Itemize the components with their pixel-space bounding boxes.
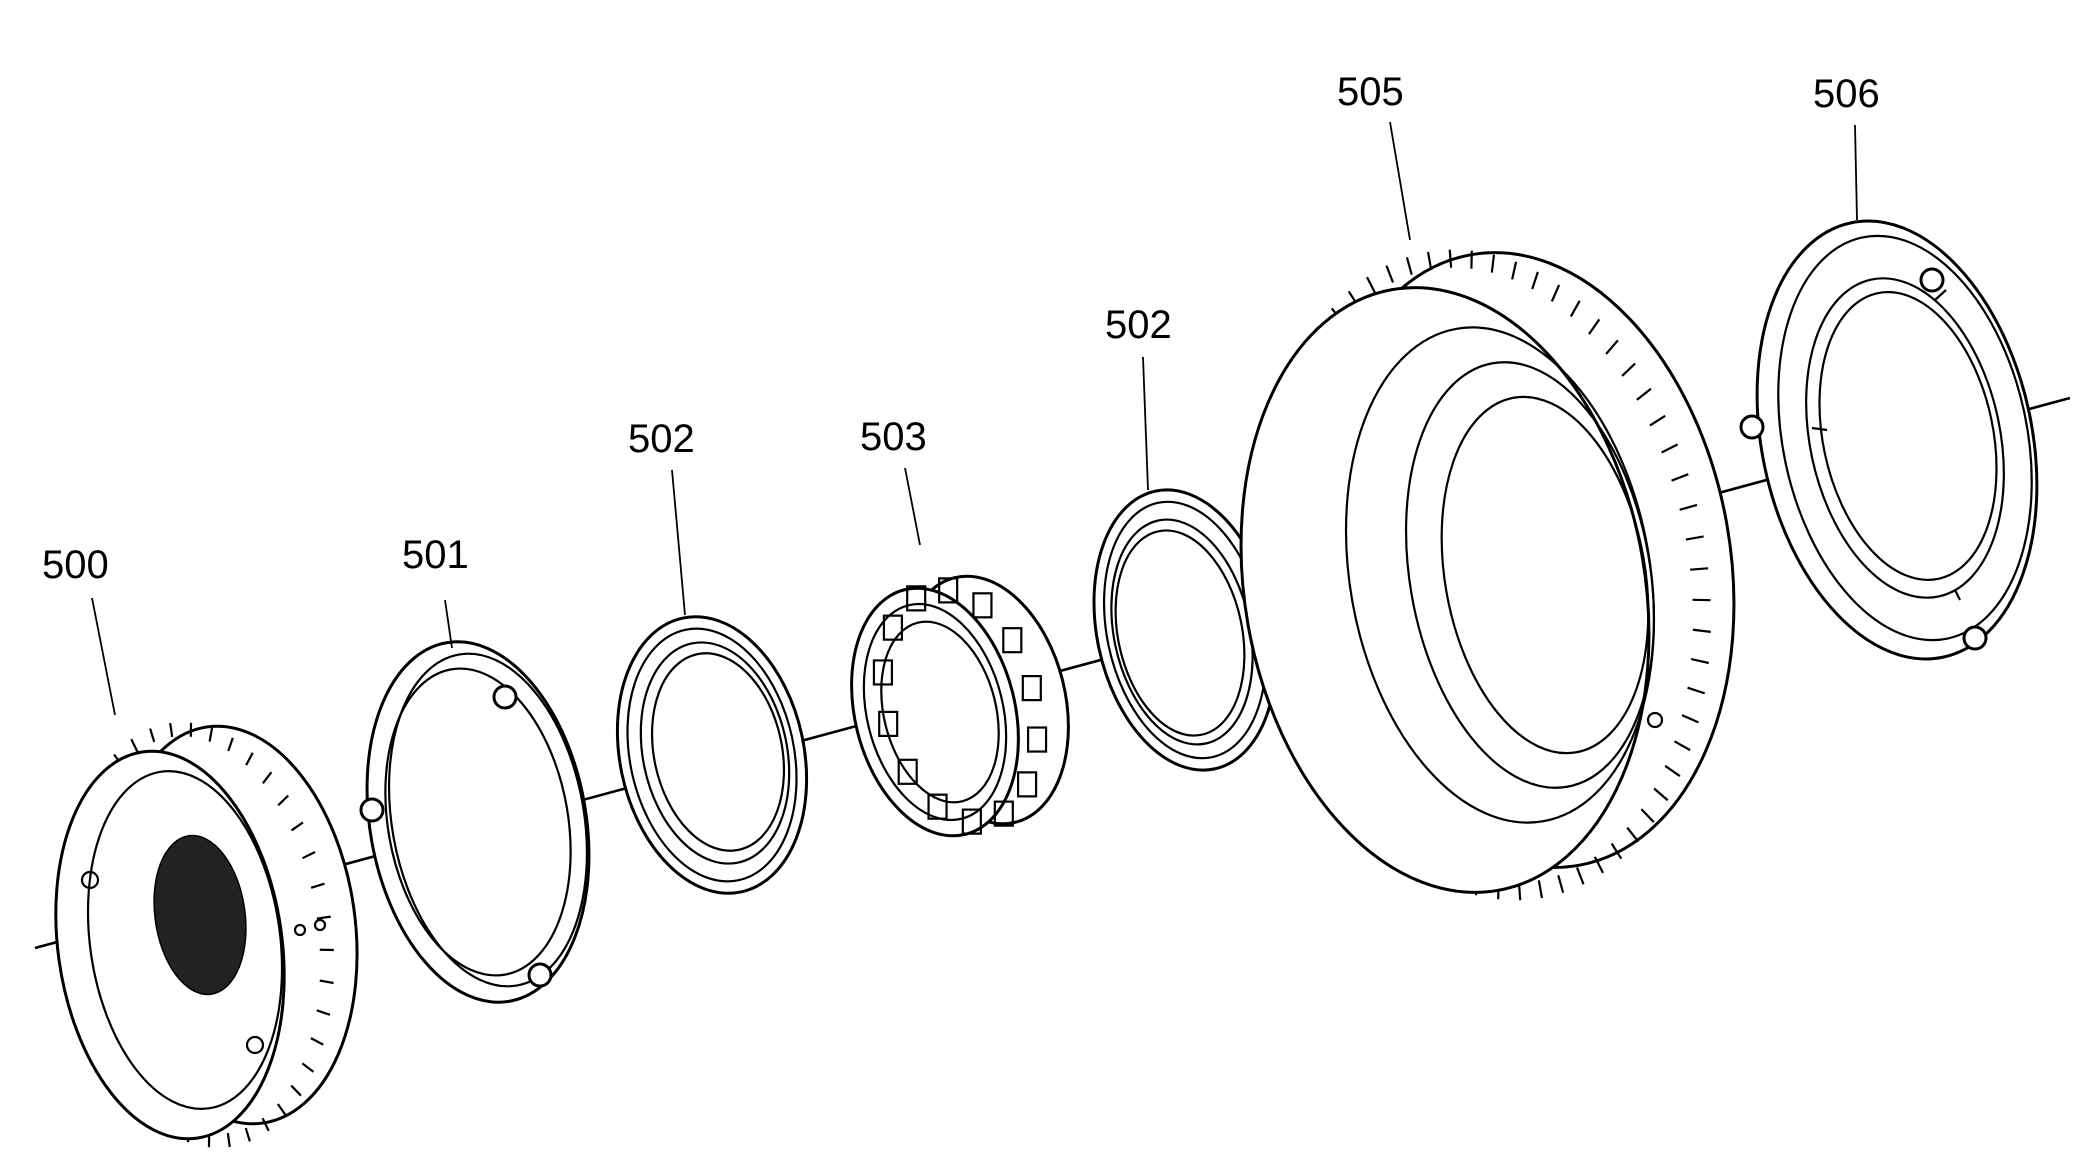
- callout-505: 505: [1337, 70, 1404, 114]
- gear-tooth: [1366, 276, 1377, 294]
- gear-tooth: [276, 1103, 287, 1117]
- gear-tooth: [1636, 387, 1652, 401]
- leader-505: [1389, 121, 1411, 241]
- cage-window: [993, 800, 1014, 827]
- leader-502a: [671, 469, 686, 616]
- callout-502-second: 502: [1105, 303, 1172, 347]
- leader-502b: [1142, 356, 1149, 491]
- gear-tooth: [1610, 842, 1623, 860]
- gear-tooth: [319, 979, 334, 985]
- cage-window: [882, 614, 904, 641]
- gear-tooth: [1426, 251, 1433, 270]
- gear-tooth: [261, 1117, 270, 1132]
- gear-tooth: [1640, 808, 1655, 823]
- gear-tooth: [1605, 339, 1619, 355]
- cage-window: [961, 808, 982, 835]
- gear-tooth: [130, 738, 139, 753]
- gear-tooth: [1679, 503, 1698, 511]
- cage-window: [938, 577, 959, 604]
- cage-window: [1002, 627, 1023, 654]
- gear-tooth: [149, 728, 156, 743]
- gear-tooth: [1690, 567, 1709, 571]
- gear-tooth: [1588, 318, 1601, 335]
- cage-window: [1026, 726, 1048, 753]
- gear-tooth: [1664, 764, 1681, 778]
- part-501-thrust-washer: [359, 640, 591, 1004]
- gear-tooth: [227, 737, 234, 752]
- gear-tooth: [1511, 261, 1518, 280]
- cage-window: [897, 758, 918, 785]
- gear-tooth: [1621, 362, 1636, 377]
- leader-501: [444, 599, 453, 649]
- part-505-ring-gear: [1239, 249, 1736, 901]
- gear-tooth: [301, 1062, 315, 1073]
- leader-503: [904, 467, 921, 546]
- gear-tooth: [302, 851, 316, 860]
- gear-tooth: [1653, 787, 1669, 802]
- gear-tooth: [245, 752, 254, 766]
- leader-500: [91, 597, 116, 716]
- gear-tooth: [262, 771, 273, 785]
- part-503-roller-clutch: [850, 574, 1070, 838]
- gear-tooth: [1405, 257, 1413, 275]
- cage-window: [927, 793, 948, 820]
- cage-window: [906, 585, 927, 612]
- gear-tooth: [1692, 628, 1711, 633]
- gear-tooth: [1649, 414, 1666, 427]
- gear-tooth: [226, 1132, 231, 1148]
- gear-tooth: [1661, 443, 1679, 454]
- callout-502-first: 502: [628, 417, 695, 461]
- gear-tooth: [316, 915, 331, 920]
- gear-tooth: [310, 882, 325, 889]
- gear-tooth: [1593, 856, 1604, 874]
- gear-tooth: [1385, 265, 1395, 283]
- gear-tooth: [310, 1037, 324, 1046]
- part-500-splined-hub: [54, 722, 359, 1148]
- gear-tooth: [1671, 473, 1689, 482]
- part-506-backing-plate: [1739, 219, 2039, 661]
- cage-window: [1021, 674, 1042, 702]
- callout-501: 501: [402, 533, 469, 577]
- gear-tooth: [277, 794, 290, 807]
- cage-window: [872, 659, 894, 686]
- gear-tooth: [169, 722, 174, 738]
- gear-tooth: [1537, 880, 1544, 899]
- leader-506: [1854, 124, 1858, 221]
- cage-window: [1016, 771, 1038, 798]
- gear-tooth: [1681, 714, 1699, 724]
- gear-tooth: [1557, 875, 1565, 893]
- part-502-bearing-race-1: [615, 615, 809, 895]
- gear-tooth: [208, 727, 214, 742]
- callout-506: 506: [1813, 72, 1880, 116]
- gear-tooth: [1673, 740, 1691, 752]
- gear-tooth: [1550, 284, 1561, 302]
- callout-500: 500: [42, 543, 109, 587]
- gear-tooth: [1448, 249, 1453, 268]
- gear-tooth: [1490, 254, 1496, 273]
- gear-tooth: [316, 1009, 331, 1016]
- gear-tooth: [1575, 867, 1585, 885]
- gear-tooth: [1531, 271, 1539, 290]
- gear-tooth: [1626, 826, 1640, 843]
- gear-tooth: [290, 1084, 302, 1097]
- gear-tooth: [290, 821, 304, 832]
- cage-window: [878, 710, 899, 738]
- gear-tooth: [244, 1127, 251, 1142]
- cage-window: [972, 592, 993, 619]
- gear-tooth: [1685, 535, 1704, 541]
- gear-tooth: [1687, 686, 1706, 695]
- gear-tooth: [1690, 658, 1710, 665]
- callout-503: 503: [860, 415, 927, 459]
- gear-tooth: [1569, 300, 1581, 318]
